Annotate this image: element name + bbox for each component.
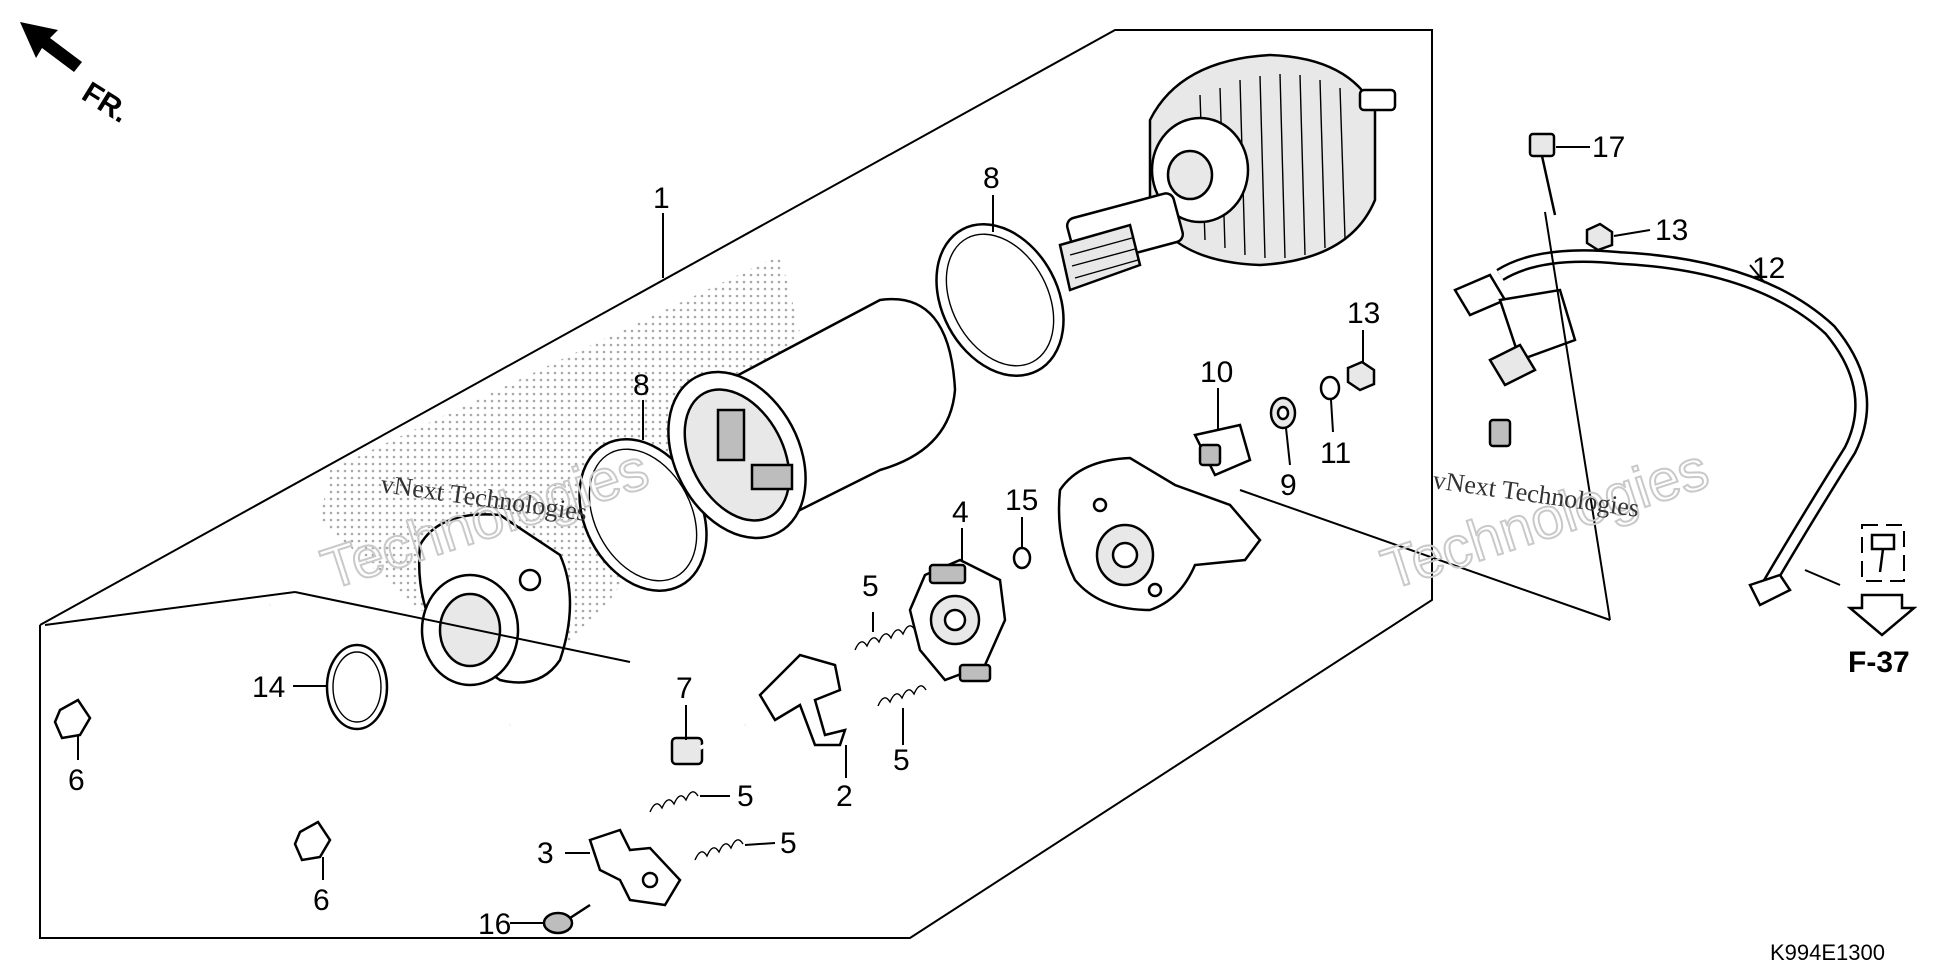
callout-9: 9	[1280, 469, 1297, 502]
spring-group	[649, 625, 927, 861]
callout-4: 4	[952, 496, 969, 529]
callout-15: 15	[1005, 484, 1038, 517]
front-bracket-part	[417, 513, 572, 687]
washer-11-part	[1319, 375, 1341, 401]
callout-12: 12	[1752, 252, 1785, 285]
watermark-outline-right: Technologies	[1374, 436, 1716, 602]
brush-holder-3	[588, 828, 682, 907]
callout-5-c: 5	[737, 780, 754, 813]
o-ring-14	[325, 643, 389, 731]
callout-5-a: 5	[862, 570, 879, 603]
brush-holder-2	[758, 653, 847, 747]
motor-case-part	[667, 297, 957, 540]
callout-8-lower: 8	[633, 369, 650, 402]
nut-13-upper-part	[1585, 222, 1614, 252]
starter-cable-part	[1453, 249, 1869, 607]
callout-14: 14	[252, 671, 285, 704]
leader-lines	[44, 146, 1841, 924]
callout-5-b: 5	[893, 744, 910, 777]
callout-10: 10	[1200, 356, 1233, 389]
callout-2: 2	[836, 780, 853, 813]
callout-16: 16	[478, 908, 511, 941]
callout-5-d: 5	[780, 827, 797, 860]
orientation-label: FR.	[76, 76, 134, 130]
nut-13-part	[1346, 360, 1376, 392]
diagram-code: K994E1300	[1770, 940, 1885, 965]
screw-16-part	[542, 903, 591, 935]
callout-1: 1	[653, 182, 670, 215]
assembly-frame	[39, 29, 1433, 939]
through-bolt-upper	[53, 602, 272, 740]
ref-arrow-icon	[1846, 593, 1918, 637]
bolt-17-part	[1528, 132, 1557, 216]
callout-11: 11	[1320, 437, 1351, 470]
callout-13-lower: 13	[1347, 297, 1380, 330]
insulator-10-part	[1193, 423, 1252, 477]
through-bolt-lower	[293, 722, 512, 862]
callout-13-upper: 13	[1655, 214, 1688, 247]
page-reference: F-37	[1848, 646, 1910, 679]
callout-17: 17	[1592, 131, 1625, 164]
rear-cover-part	[1057, 456, 1262, 612]
callout-labels: 1 8 8 14 6 6 7 5 5 5 5 2 3 16 4 15 10 9 …	[68, 131, 1785, 941]
front-arrow-icon	[20, 22, 82, 72]
callout-6-upper: 6	[68, 764, 85, 797]
washer-15-part	[1012, 546, 1032, 570]
terminal-bolt-part	[670, 723, 746, 766]
callout-7: 7	[676, 672, 693, 705]
reference-bolt-box	[1846, 524, 1918, 637]
callout-6-lower: 6	[313, 884, 330, 917]
brush-holder-4	[908, 558, 1007, 683]
armature-part	[1058, 53, 1397, 292]
callout-3: 3	[537, 837, 554, 870]
callout-8-upper: 8	[983, 162, 1000, 195]
